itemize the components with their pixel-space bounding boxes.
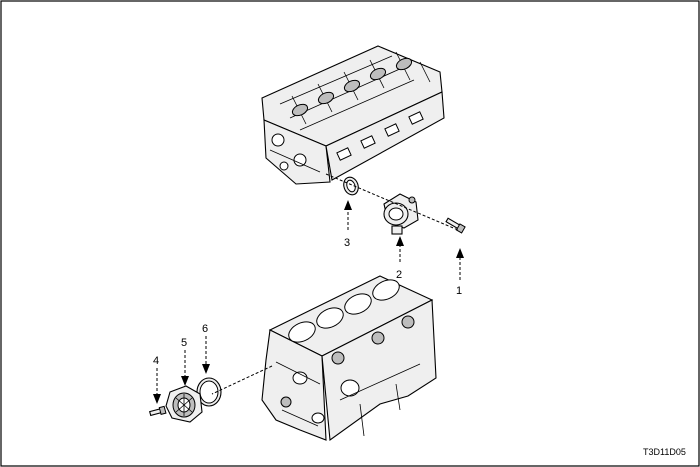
callout-leader-6: [202, 336, 210, 374]
figure-code: T3D11D05: [643, 447, 686, 457]
callout-leader-1: [456, 248, 464, 280]
callout-leader-2: [396, 236, 404, 262]
cylinder-head: [261, 45, 445, 185]
housing-bolt: [445, 217, 466, 234]
thermostat-gasket-ring: [343, 176, 359, 196]
water-pump-o-ring: [196, 377, 222, 407]
callout-leader-4: [153, 368, 161, 404]
assembly-axis-line: [325, 173, 459, 231]
callout-leader-5: [181, 350, 189, 386]
water-pump-bolt: [149, 405, 167, 417]
callout-number-2: 2: [396, 269, 402, 281]
callout-number-6: 6: [202, 323, 208, 335]
cylinder-block: [261, 275, 437, 442]
pump-assembly-line: [211, 365, 273, 395]
water-pump: [165, 385, 203, 423]
callout-leader-3: [344, 200, 352, 230]
callout-number-5: 5: [181, 337, 187, 349]
callout-number-4: 4: [153, 355, 159, 367]
callout-number-3: 3: [344, 237, 350, 249]
callout-number-1: 1: [456, 285, 462, 297]
thermostat-housing: [383, 193, 419, 235]
